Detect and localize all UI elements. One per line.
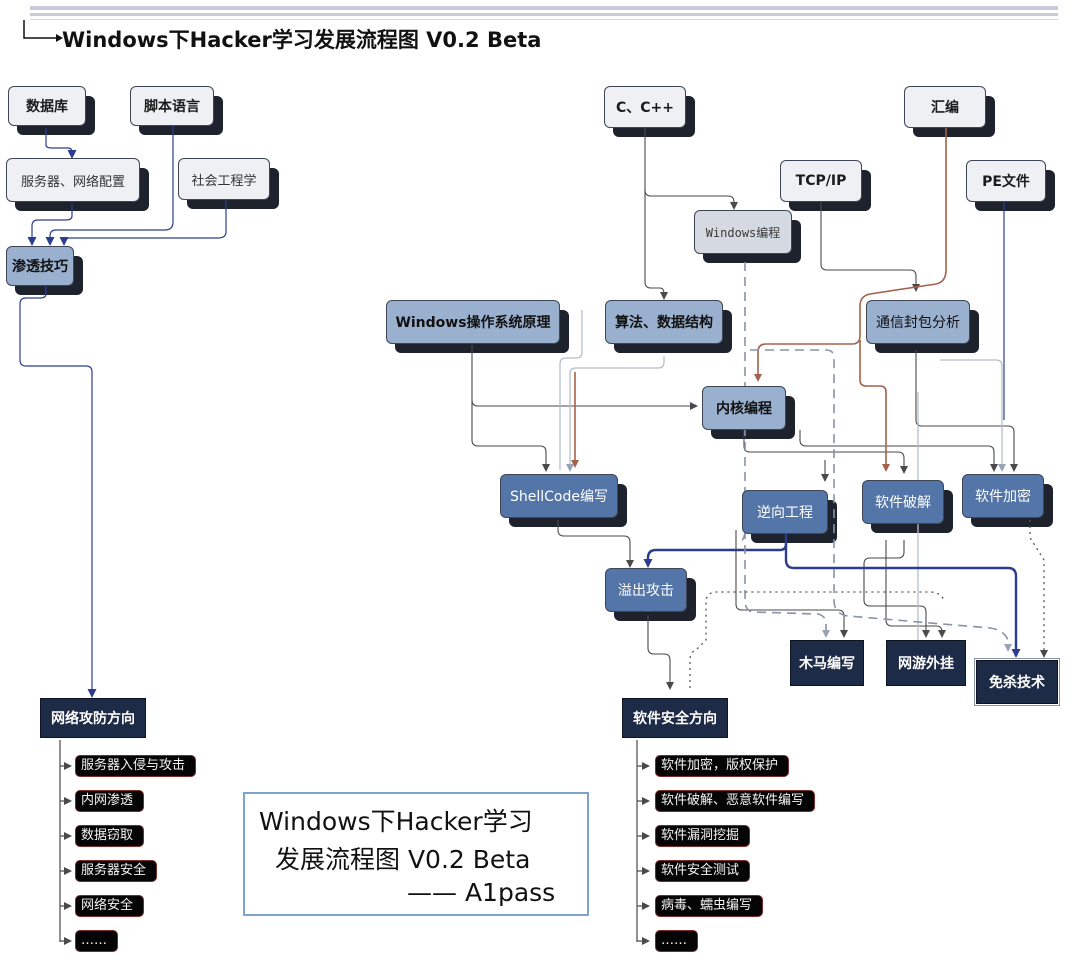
- node-c-cpp: C、C++: [604, 86, 695, 137]
- network-item-more: ……: [76, 931, 117, 951]
- network-item-data-theft: 数据窃取: [76, 826, 144, 846]
- signature-box: Windows下Hacker学习 发展流程图 V0.2 Beta —— A1pa…: [243, 792, 589, 916]
- software-item-cracking-malware: 软件破解、恶意软件编写: [656, 791, 815, 811]
- title-rule-top: [30, 6, 1058, 10]
- node-algorithms-data-structures: 算法、数据结构: [605, 300, 732, 353]
- node-software-cracking: 软件破解: [862, 480, 953, 533]
- node-script-language: 脚本语言: [130, 86, 223, 135]
- node-social-engineering: 社会工程学: [178, 158, 279, 209]
- node-windows-os-principles: Windows操作系统原理: [386, 300, 569, 353]
- title-rule-bottom: [30, 19, 1058, 20]
- edges-blue-thick: [643, 200, 1021, 658]
- edges-dotted: [689, 520, 1048, 688]
- node-overflow-attack: 溢出攻击: [605, 568, 696, 621]
- edges-dashed: [737, 262, 1012, 652]
- edge-penetration-to-network-direction: [19, 286, 97, 698]
- node-software-encryption: 软件加密: [962, 474, 1053, 527]
- title-rule-middle: [30, 13, 1058, 16]
- node-server-network-config: 服务器、网络配置: [6, 158, 149, 211]
- node-penetration-skills: 渗透技巧: [6, 246, 83, 295]
- page-title: Windows下Hacker学习发展流程图 V0.2 Beta: [62, 28, 542, 52]
- node-network-attack-defense-direction: 网络攻防方向: [40, 698, 146, 738]
- edge-database-to-server: [45, 128, 77, 159]
- signature-line-2: 发展流程图 V0.2 Beta: [275, 845, 531, 874]
- software-item-vulnerability-mining: 软件漏洞挖掘: [656, 826, 750, 846]
- node-tcp-ip: TCP/IP: [780, 160, 871, 211]
- node-database: 数据库: [8, 86, 95, 135]
- node-windows-programming: Windows编程: [694, 210, 801, 263]
- network-tree-lines: [59, 740, 72, 945]
- node-reverse-engineering: 逆向工程: [742, 490, 837, 543]
- edges-light: [559, 310, 1006, 640]
- network-item-intranet-penetration: 内网渗透: [76, 791, 144, 811]
- software-item-virus-worm: 病毒、蠕虫编写: [656, 896, 763, 916]
- edges-brown: [571, 128, 947, 472]
- software-item-encryption-copyright: 软件加密，版权保护: [656, 756, 789, 776]
- signature-author: —— A1pass: [407, 878, 556, 907]
- edges-to-penetration: [27, 124, 227, 246]
- node-game-cheats: 网游外挂: [886, 640, 966, 686]
- signature-line-1: Windows下Hacker学习: [259, 807, 533, 836]
- node-pe-file: PE文件: [966, 160, 1055, 211]
- software-tree-lines: [636, 740, 650, 945]
- title-arrow-icon: [23, 20, 63, 42]
- software-item-more: ……: [656, 931, 697, 951]
- node-assembly: 汇编: [904, 86, 995, 137]
- node-kernel-programming: 内核编程: [702, 386, 795, 439]
- network-item-network-security: 网络安全: [76, 896, 144, 916]
- network-item-server-intrusion: 服务器入侵与攻击: [76, 756, 196, 776]
- node-packet-analysis: 通信封包分析: [866, 300, 979, 353]
- network-item-server-security: 服务器安全: [76, 861, 157, 881]
- node-shellcode-writing: ShellCode编写: [500, 474, 627, 527]
- node-antivirus-evasion: 免杀技术: [974, 658, 1060, 706]
- software-item-security-testing: 软件安全测试: [656, 861, 750, 881]
- node-software-security-direction: 软件安全方向: [622, 698, 728, 738]
- node-trojan-writing: 木马编写: [790, 640, 864, 686]
